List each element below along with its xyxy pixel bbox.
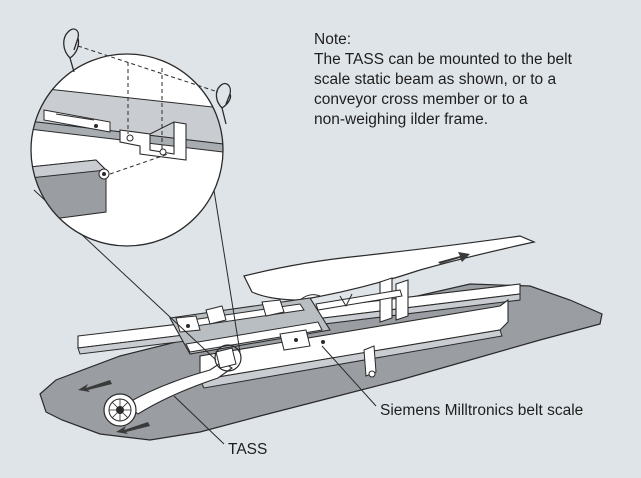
tass-assembly xyxy=(103,347,237,427)
tass-leader xyxy=(173,395,225,445)
tass-label: TASS xyxy=(228,441,268,458)
note-text: Note: The TASS can be mounted to the bel… xyxy=(314,30,634,130)
belt-direction-arrow-lower xyxy=(116,422,150,434)
detail-target-circle xyxy=(214,344,242,372)
belt-scale-frame xyxy=(169,297,331,355)
belt-direction-arrow-left xyxy=(78,380,112,392)
belt-direction-arrow-upper xyxy=(438,252,470,264)
r-clip-pin-right xyxy=(215,82,232,109)
zoom-detail xyxy=(30,53,224,247)
idler-frame xyxy=(315,277,409,378)
note-body: The TASS can be mounted to the belt scal… xyxy=(314,51,572,128)
belt-scale-label: Siemens Milltronics belt scale xyxy=(380,402,584,419)
belt-scale-leader xyxy=(321,345,377,407)
note-heading: Note: xyxy=(314,31,352,48)
r-clip-pin-left xyxy=(63,28,80,59)
right-stringer xyxy=(199,298,509,389)
